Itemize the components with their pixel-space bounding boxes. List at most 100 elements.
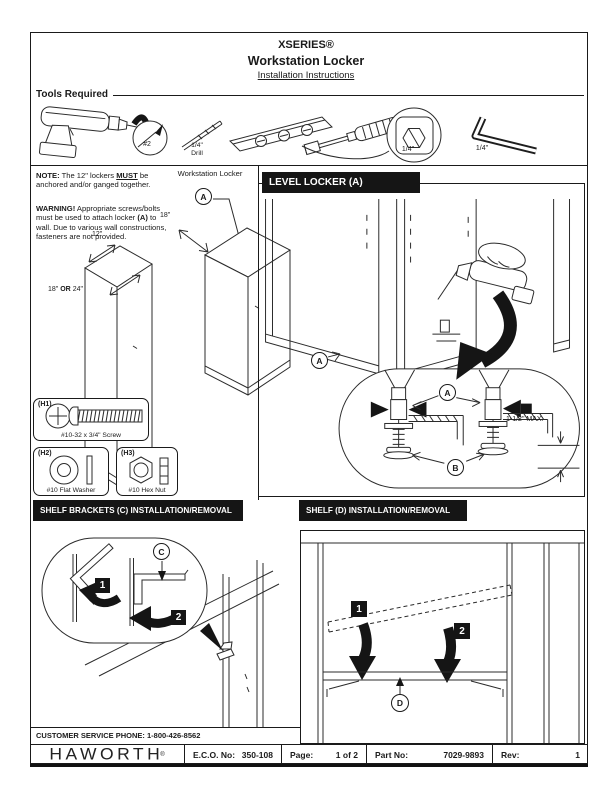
level-locker-header: LEVEL LOCKER (A)	[262, 172, 420, 193]
tools-required-heading: Tools Required	[36, 89, 109, 100]
shelf-d-title: SHELF (D) INSTALLATION/REMOVAL	[306, 506, 451, 515]
level-callout-b: B	[447, 459, 464, 476]
callout-c-letter: C	[158, 546, 165, 557]
allen-size-label: 1/4"	[475, 145, 489, 152]
level-callout-a-scene: A	[311, 352, 328, 369]
part-cell: Part No: 7029-9893	[367, 745, 493, 764]
shelf-d-illustration	[301, 542, 584, 743]
page-label: Page:	[290, 749, 314, 760]
shelf-brackets-title: SHELF BRACKETS (C) INSTALLATION/REMOVAL	[40, 506, 232, 515]
shelf-brackets-header: SHELF BRACKETS (C) INSTALLATION/REMOVAL	[33, 500, 243, 521]
brand-title: XSERIES®	[278, 39, 334, 51]
installed-shelf	[322, 671, 508, 697]
page-border	[30, 32, 588, 764]
page-title: Workstation Locker	[247, 54, 365, 68]
hardware-box-h2: (H2) #10 Flat Washer	[33, 447, 109, 496]
h1-label: #10-32 x 3/4" Screw	[61, 431, 121, 439]
locker-caption: Workstation Locker	[177, 169, 243, 178]
warning-paragraph: WARNING! Appropriate screws/bolts must b…	[36, 204, 167, 242]
big-arrow-down	[478, 290, 517, 368]
allen-wrench-icon	[471, 116, 537, 155]
shelf-brackets-illustration	[41, 537, 280, 727]
callout-a-letter: A	[200, 191, 207, 202]
dim-18or24-arrow	[109, 274, 141, 296]
page-subtitle: Installation Instructions	[257, 70, 355, 81]
warning-callout-a: (A)	[137, 213, 148, 223]
level-locker-title: LEVEL LOCKER (A)	[269, 177, 363, 188]
dim-18-arrow	[178, 229, 209, 253]
rev-value: 1	[575, 749, 580, 760]
dim-small-b: 24"	[72, 286, 83, 293]
bracket-step-2: 2	[175, 612, 182, 623]
dim-12-arrow	[88, 244, 116, 263]
section-divider-horizontal	[31, 165, 587, 167]
note-label: NOTE:	[36, 171, 60, 180]
drill-bit-size-label: #2	[143, 141, 151, 148]
hex-nut-icon	[129, 456, 169, 485]
rev-cell: Rev: 1	[493, 745, 588, 764]
shelf-step-2: 2	[459, 625, 465, 637]
eco-value: 350-108	[241, 749, 273, 760]
eco-cell: E.C.O. No: 350-108	[185, 745, 282, 764]
callout-c-badge: C	[153, 543, 170, 560]
hand-with-drill	[432, 242, 535, 342]
h2-id: (H2)	[38, 449, 52, 457]
hardware-box-h1: (H1) #10-32 x 3/4" Screw	[33, 398, 149, 441]
shelf-step-1: 1	[356, 603, 362, 615]
flat-washer-icon	[49, 455, 93, 485]
level-callout-a-letter: A	[316, 355, 323, 366]
drill-bit-icon	[181, 120, 223, 151]
callout-d-badge: D	[391, 694, 409, 712]
insert-arrow-2	[443, 626, 456, 665]
bracket-step-1: 1	[99, 580, 106, 591]
note-must: MUST	[116, 171, 138, 180]
logo-registered-mark: ®	[160, 751, 165, 758]
leveler-right	[477, 369, 554, 456]
callout-a-badge: A	[195, 188, 212, 205]
level-callout-b-letter: B	[452, 462, 459, 473]
hardware-box-h3: (H3) #10 Hex Nut	[116, 447, 178, 496]
level-callout-a2-letter: A	[444, 387, 451, 398]
h1-id: (H1)	[38, 400, 52, 408]
locker-interior	[301, 542, 584, 743]
warning-label: WARNING!	[36, 204, 76, 213]
dim-small-a: 18"	[48, 286, 59, 293]
level-locker-illustration	[265, 198, 580, 489]
note-text: The 12" lockers	[59, 171, 117, 180]
eco-label: E.C.O. No:	[193, 749, 236, 760]
rev-label: Rev:	[501, 749, 520, 760]
tools-illustration	[38, 106, 537, 163]
level-icon	[229, 116, 333, 152]
bracket-step-2-badge: 2	[171, 610, 186, 625]
socket-size-label: 1/4"	[401, 146, 415, 153]
dim-18or24-label: 18" OR 24"	[48, 286, 128, 294]
page-cell: Page: 1 of 2	[282, 745, 367, 764]
warning-text: Appropriate screws/bolts must be used to…	[36, 204, 161, 223]
part-value: 7029-9893	[443, 749, 484, 760]
warning-text-end: to wall. Due to various wall constructio…	[36, 213, 167, 242]
locker-bottoms-scene	[265, 198, 571, 381]
power-drill-icon	[38, 106, 168, 159]
h3-id: (H3)	[121, 449, 135, 457]
note-paragraph: NOTE: The 12" lockers MUST be anchored a…	[36, 171, 163, 190]
customer-service-phone: CUSTOMER SERVICE PHONE: 1-800-426-8562	[36, 731, 201, 740]
haworth-logo: HAWORTH®	[30, 745, 185, 764]
level-locker-section-box	[258, 183, 585, 497]
h3-label: #10 Hex Nut	[128, 486, 166, 494]
h2-label: #10 Flat Washer	[46, 486, 96, 494]
bracket-installed	[129, 558, 189, 626]
logo-text: HAWORTH	[49, 744, 164, 764]
tools-rule	[113, 95, 584, 97]
part-label: Part No:	[375, 749, 409, 760]
shelf-d-section-box	[300, 530, 585, 744]
shelf-d-header: SHELF (D) INSTALLATION/REMOVAL	[299, 500, 467, 521]
footer-table: HAWORTH® E.C.O. No: 350-108 Page: 1 of 2…	[30, 744, 588, 767]
bracket-step-1-badge: 1	[95, 578, 110, 593]
dim-18-label: 18"	[160, 212, 171, 219]
max-dimension	[537, 431, 580, 483]
max-height-label: 1-1/2" MAX.	[506, 416, 544, 423]
leveler-left	[370, 369, 464, 460]
drill-size-label: 1/4" Drill	[191, 142, 203, 157]
callout-leaders	[412, 395, 485, 464]
